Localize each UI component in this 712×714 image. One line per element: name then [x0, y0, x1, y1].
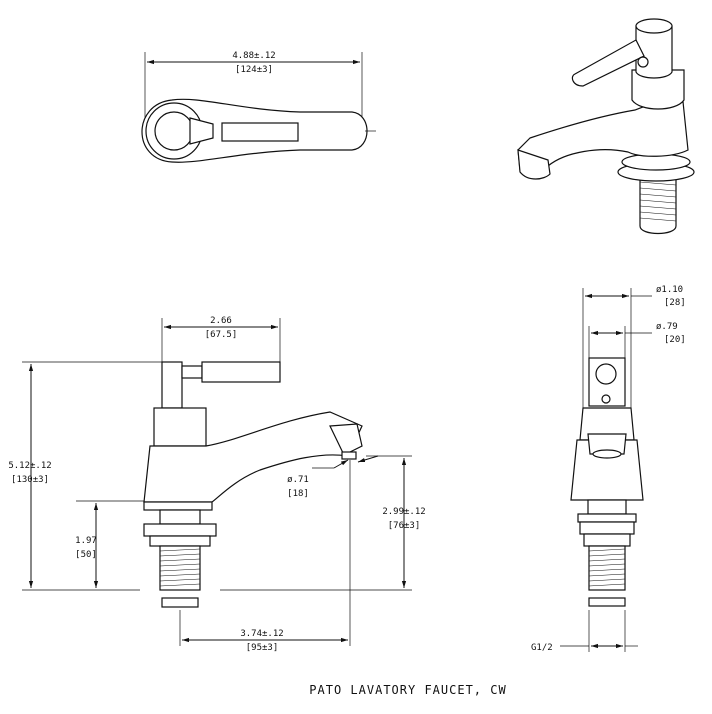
height-mm: [130±3] [11, 475, 49, 485]
drawing-title: PATO LAVATORY FAUCET, CW [309, 683, 506, 697]
stem-dia-in: ø.79 [656, 322, 678, 332]
spout-height-mm: [76±3] [388, 521, 421, 531]
isometric-view [517, 18, 695, 235]
shank-mm: [50] [75, 550, 97, 560]
side-view: ø1.10 [28] ø.79 [20] G1/2 [531, 285, 686, 653]
top-width-mm: [124±3] [235, 65, 273, 75]
body-dia-mm: [28] [664, 298, 686, 308]
spout-reach-in: 3.74±.12 [240, 629, 283, 639]
front-view: 2.66 [67.5] 5.12±.12 [130±3] 1.97 [50] [8, 316, 425, 653]
spout-reach-mm: [95±3] [246, 643, 279, 653]
height-in: 5.12±.12 [8, 461, 51, 471]
shank-in: 1.97 [75, 536, 97, 546]
spout-dia-mm: [18] [287, 489, 309, 499]
stem-dia-mm: [20] [664, 335, 686, 345]
body-dia-in: ø1.10 [656, 285, 683, 295]
thread-label: G1/2 [531, 643, 553, 653]
handle-reach-mm: [67.5] [205, 330, 238, 340]
spout-height-in: 2.99±.12 [382, 507, 425, 517]
spout-dia-in: ø.71 [287, 475, 309, 485]
top-view: 4.88±.12 [124±3] [141, 51, 376, 163]
handle-reach-in: 2.66 [210, 316, 232, 326]
top-width-in: 4.88±.12 [232, 51, 275, 61]
